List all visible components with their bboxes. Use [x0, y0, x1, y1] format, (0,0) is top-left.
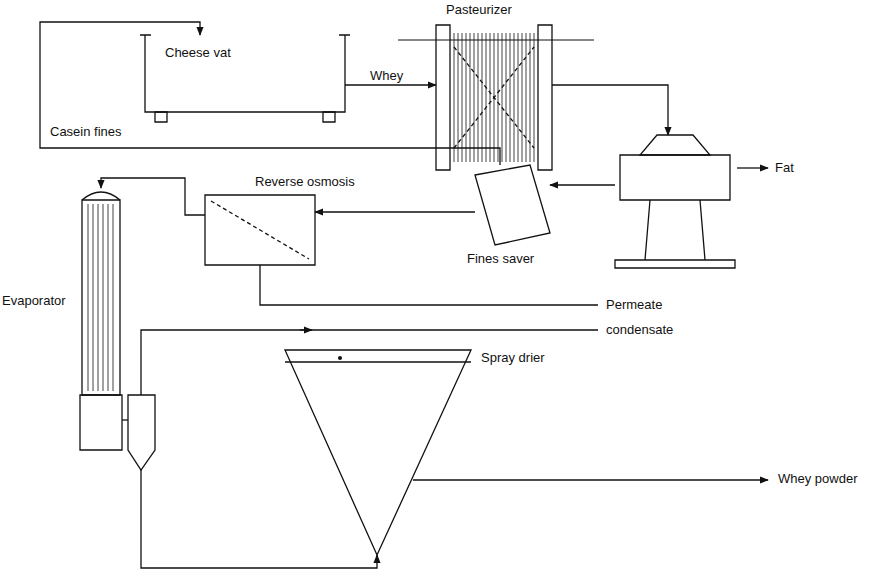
outline-stroke: [140, 34, 350, 35]
flow-pipe: [315, 211, 475, 212]
powder-outlet-pipe: [413, 479, 768, 480]
outline-stroke: [454, 47, 534, 148]
fines-saver: Fines saver: [475, 165, 550, 245]
spray-nozzle: [338, 356, 342, 360]
spray-drier-outline: [285, 350, 471, 555]
stream-label: Casein fines: [48, 124, 124, 140]
fines-saver-outline: [475, 165, 550, 245]
outlet-label: Fat: [775, 160, 794, 176]
equipment-label: Fines saver: [467, 251, 534, 267]
plate-pasteurizer: Pasteurizer: [436, 25, 552, 170]
fat-outlet-pipe: [737, 167, 768, 168]
centrifugal-separator-outline: [615, 135, 735, 268]
equipment-label: Spray drier: [481, 350, 545, 366]
outline-stroke: [211, 201, 309, 259]
stream-label: Permeate: [604, 297, 664, 313]
outline-stroke: [285, 361, 471, 362]
falling-film-evaporator: Evaporator: [80, 188, 155, 470]
equipment-label: Cheese vat: [165, 45, 231, 61]
outline-stroke: [205, 195, 315, 265]
outline-stroke: [436, 25, 450, 170]
reverse-osmosis-unit-outline: [205, 195, 315, 265]
cheese-vat: Cheese vat: [145, 35, 345, 112]
flow-arrow: [300, 329, 312, 330]
equipment-label: Evaporator: [2, 293, 66, 309]
pasteurizer-tie-rod: [398, 40, 594, 41]
outline-stroke: [640, 135, 710, 155]
permeate-pipe: [260, 265, 598, 305]
flow-pipe: [345, 84, 436, 85]
outline-stroke: [82, 192, 120, 200]
equipment-label: Pasteurizer: [446, 2, 512, 18]
outline-stroke: [122, 419, 128, 420]
stream-label: Whey: [368, 68, 405, 84]
spray-drier: Spray drier: [285, 350, 471, 555]
stream-label: condensate: [604, 322, 675, 338]
outline-stroke: [285, 350, 471, 555]
falling-film-evaporator-outline: [80, 188, 155, 470]
equipment-label: Reverse osmosis: [255, 174, 355, 190]
outline-stroke: [475, 165, 550, 245]
flow-pipe: [40, 22, 500, 165]
reverse-osmosis-unit: Reverse osmosis: [205, 195, 315, 265]
outline-stroke: [82, 200, 120, 395]
outline-stroke: [128, 395, 155, 470]
centrifugal-separator: Fat: [615, 135, 735, 268]
outline-stroke: [88, 204, 113, 391]
flow-pipe: [141, 470, 377, 568]
outline-stroke: [145, 35, 345, 112]
product-label: Whey powder: [776, 471, 859, 487]
flow-pipe: [101, 178, 205, 215]
outline-stroke: [155, 112, 167, 122]
plate-pasteurizer-outline: [436, 25, 552, 170]
outline-stroke: [454, 47, 534, 148]
outline-stroke: [454, 33, 534, 162]
outline-stroke: [615, 260, 735, 268]
flow-pipe: [552, 85, 668, 135]
flow-pipe: [550, 184, 615, 185]
outline-stroke: [620, 155, 730, 200]
outline-stroke: [80, 395, 122, 450]
outline-stroke: [538, 25, 552, 170]
condensate-pipe: [141, 330, 598, 395]
outline-stroke: [323, 112, 335, 122]
outline-stroke: [645, 200, 705, 260]
